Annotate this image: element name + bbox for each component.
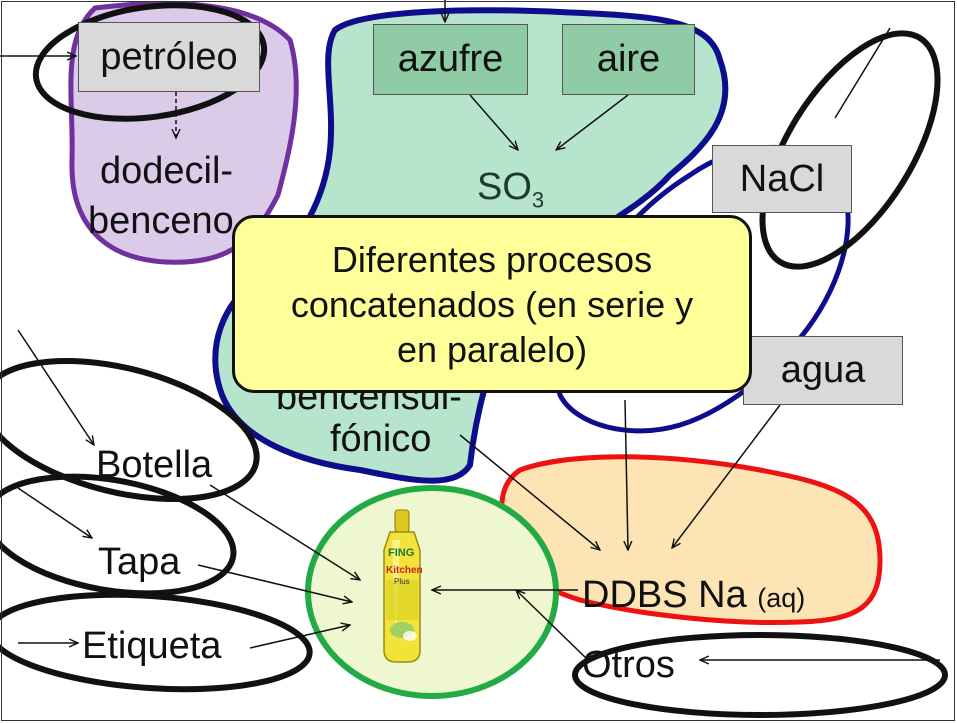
input-aire: aire bbox=[562, 24, 695, 95]
arrow-sulfonic-ddbs bbox=[459, 434, 600, 550]
arrow-nacl-ddbs bbox=[625, 399, 628, 550]
input-petroleo: petróleo bbox=[78, 22, 260, 92]
label-etiqueta: Etiqueta bbox=[82, 625, 222, 667]
label-tapa: Tapa bbox=[98, 541, 181, 583]
label-benceno: benceno bbox=[88, 200, 234, 242]
ddbs-suffix: (aq) bbox=[757, 583, 806, 613]
ring-petroleo bbox=[32, 2, 268, 122]
arrow-otros-product bbox=[516, 590, 589, 661]
callout-line-1: Diferentes procesos bbox=[331, 238, 653, 280]
label-botella: Botella bbox=[96, 444, 213, 486]
bottle-name: Kitchen bbox=[386, 565, 423, 576]
arrow-aire-so3 bbox=[556, 94, 629, 150]
detergent-bottle-image bbox=[383, 509, 421, 663]
callout-line-2: concatenados (en serie y bbox=[290, 283, 694, 325]
arrow-botella-product bbox=[209, 484, 360, 580]
arrow-into-tapa bbox=[17, 487, 92, 538]
callout-line-3: en paralelo) bbox=[396, 328, 588, 370]
ring-tapa bbox=[0, 473, 237, 597]
ring-otros bbox=[572, 632, 948, 718]
label-so3: SO3 bbox=[477, 168, 544, 212]
arrow-azufre-so3 bbox=[469, 94, 518, 150]
label-otros: Otros bbox=[582, 644, 675, 686]
so3-subscript: 3 bbox=[531, 187, 545, 213]
ring-botella bbox=[0, 357, 260, 503]
bottle-name-plus: Plus bbox=[394, 577, 410, 586]
arrow-tapa-product bbox=[197, 564, 352, 602]
ring-etiqueta bbox=[0, 591, 313, 693]
bottle-brand: FING bbox=[388, 547, 415, 559]
input-azufre: azufre bbox=[373, 24, 528, 95]
arrow-into-botella bbox=[17, 329, 94, 445]
arrow-etiqueta-product bbox=[249, 625, 350, 649]
so3-base: SO bbox=[477, 166, 532, 208]
label-ddbs: DDBS Na (aq) bbox=[582, 576, 805, 614]
arrow-corner-nacl bbox=[834, 27, 891, 119]
arrow-agua-ddbs bbox=[672, 404, 781, 548]
ddbs-main: DDBS Na bbox=[582, 574, 747, 616]
ring-nacl bbox=[759, 30, 941, 270]
label-dodecil: dodecil- bbox=[100, 150, 234, 192]
input-nacl: NaCl bbox=[712, 145, 852, 213]
label-fonico: fónico bbox=[330, 418, 432, 460]
callout-box: Diferentes procesos concatenados (en ser… bbox=[232, 215, 752, 393]
input-agua: agua bbox=[743, 336, 903, 405]
